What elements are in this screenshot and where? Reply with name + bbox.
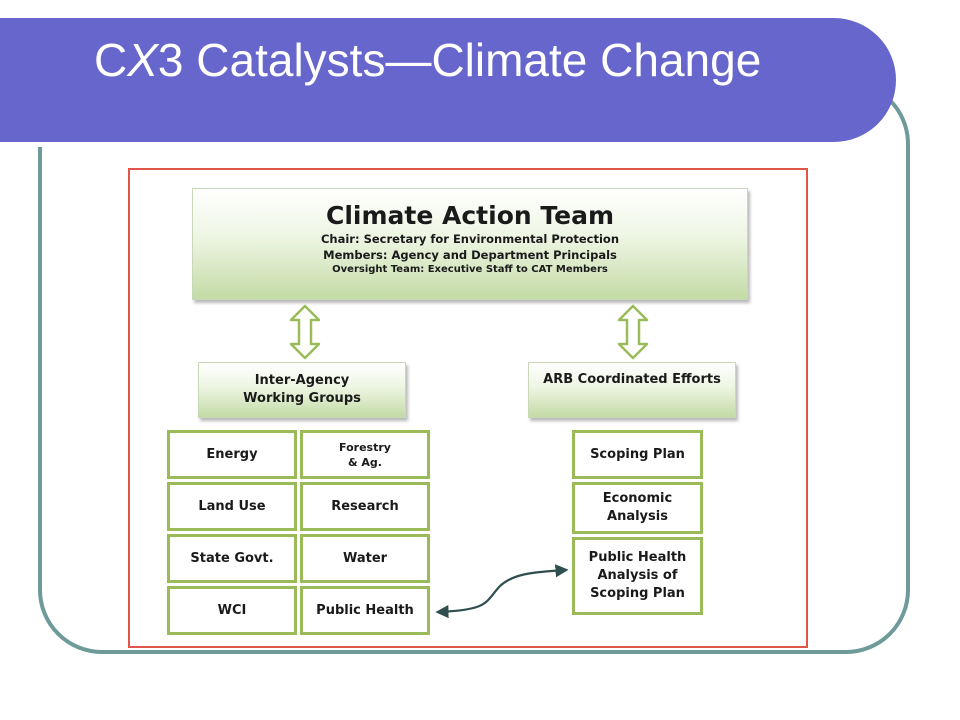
working-group-forestry: Forestry & Ag. [300,430,430,479]
cell-line: Energy [206,446,258,462]
arb-public-health-analysis: Public Health Analysis of Scoping Plan [572,537,703,615]
working-group-public-health: Public Health [300,586,430,635]
cell-line: Public Health [316,602,414,618]
cell-line: Economic [602,491,673,506]
inter-agency-working-groups-box: Inter-Agency Working Groups [198,362,406,418]
cell-line: Water [342,550,388,566]
cell-line: Research [331,498,399,514]
working-group-water: Water [300,534,430,583]
climate-action-team-box: Climate Action Team Chair: Secretary for… [192,188,748,300]
cell-line: State Govt. [190,550,274,566]
cell-line: Analysis of [597,568,678,583]
cell-line: Public Health [588,550,687,565]
org-diagram: Climate Action Team Chair: Secretary for… [128,168,808,648]
cell-line: Scoping Plan [590,446,685,462]
double-vertical-arrow-icon [617,304,649,360]
cat-title: Climate Action Team [326,201,614,230]
cat-chair: Chair: Secretary for Environmental Prote… [320,232,620,246]
arb-economic-analysis: Economic Analysis [572,482,703,534]
working-group-energy: Energy [167,430,297,479]
cell-line: Land Use [198,498,266,514]
working-group-wci: WCI [167,586,297,635]
working-group-state-govt: State Govt. [167,534,297,583]
working-group-land-use: Land Use [167,482,297,531]
cat-oversight: Oversight Team: Executive Staff to CAT M… [332,264,608,275]
slide-title-suffix: 3 Catalysts—Climate Change [157,34,762,86]
working-group-research: Research [300,482,430,531]
double-vertical-arrow-icon [289,304,321,360]
cell-line: & Ag. [348,455,382,469]
cell-line: Forestry [339,440,391,454]
slide-title-x: X [127,34,158,86]
inter-agency-label-2: Working Groups [243,391,361,406]
title-band [0,18,896,147]
arb-coordinated-efforts-box: ARB Coordinated Efforts [528,362,736,418]
cat-members: Members: Agency and Department Principal… [323,248,617,262]
slide-title: CX3 Catalysts—Climate Change [94,33,761,87]
cell-line: WCI [217,602,247,618]
arb-scoping-plan: Scoping Plan [572,430,703,479]
inter-agency-label-1: Inter-Agency [254,373,350,388]
cell-line: Scoping Plan [590,586,685,601]
title-rule [0,142,848,147]
curved-double-arrow-icon [435,564,569,619]
slide-title-prefix: C [94,34,128,86]
cell-line: Analysis [607,509,668,524]
arb-label: ARB Coordinated Efforts [543,372,721,387]
